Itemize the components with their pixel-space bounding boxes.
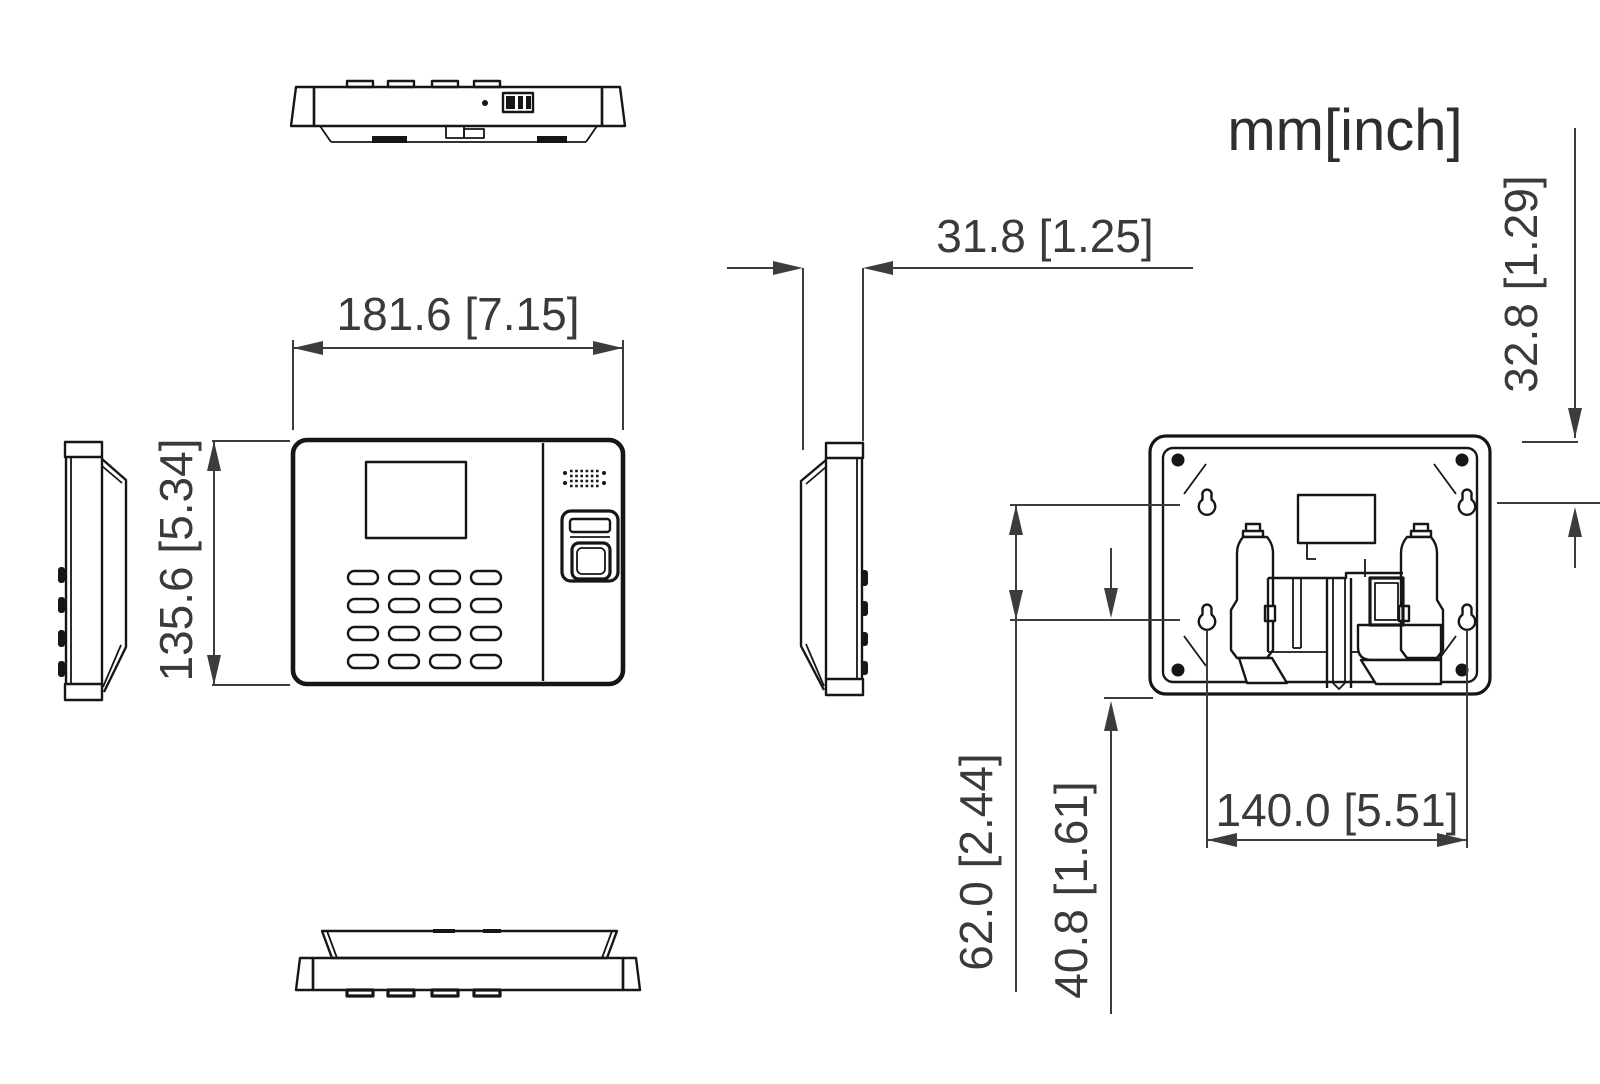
top-left-cap	[289, 85, 316, 128]
label-plate	[1296, 493, 1377, 560]
bottom-left-cap	[294, 956, 315, 992]
keypad	[346, 569, 503, 670]
dim-top-to-hole-label: 32.8 [1.29]	[1495, 175, 1547, 392]
keyhole-mount-icon	[1457, 603, 1477, 631]
back-view	[1148, 434, 1492, 696]
display-screen	[364, 460, 468, 540]
speaker-grille-icon	[563, 469, 606, 488]
top-back-structure	[319, 125, 598, 143]
corner-chamfers	[1183, 463, 1457, 667]
usb-port-icon	[501, 91, 535, 114]
dim-depth-label: 31.8 [1.25]	[936, 210, 1153, 262]
dim-front-height-label: 135.6 [5.34]	[150, 439, 202, 682]
keyhole-mount-icon	[1197, 488, 1217, 516]
top-view	[289, 79, 627, 143]
right-side-view	[799, 441, 868, 697]
screw-icon	[1455, 453, 1469, 467]
dim-front-width: 181.6 [7.15]	[292, 288, 624, 430]
center-bracket	[1266, 571, 1403, 690]
dim-hole-spacing-vertical: 62.0 [2.44]	[950, 504, 1180, 992]
dim-hole-spacing-horizontal: 140.0 [5.51]	[1206, 630, 1468, 848]
reset-hole-icon	[482, 100, 488, 106]
cable-recess	[1356, 576, 1443, 686]
top-body	[312, 85, 604, 128]
screw-icon	[1171, 453, 1185, 467]
side-keys-left	[58, 567, 65, 677]
left-latch	[1229, 522, 1289, 685]
fingerprint-reader	[560, 509, 620, 583]
dim-top-to-hole: 32.8 [1.29]	[1495, 128, 1600, 568]
units-label: mm[inch]	[1227, 98, 1462, 163]
bottom-body	[311, 956, 625, 992]
front-view	[290, 437, 626, 687]
bottom-view	[294, 929, 642, 998]
dim-front-height: 135.6 [5.34]	[150, 439, 290, 686]
keyhole-mounts	[1197, 488, 1477, 631]
left-side-view	[58, 440, 128, 702]
dim-front-width-label: 181.6 [7.15]	[337, 288, 580, 340]
back-housing	[1148, 434, 1492, 696]
corner-screws	[1171, 453, 1469, 677]
keyhole-mount-icon	[1457, 488, 1477, 516]
side-keys-right	[861, 570, 868, 675]
screw-icon	[1455, 663, 1469, 677]
dim-hole-to-bottom: 40.8 [1.61]	[1045, 548, 1153, 1014]
keyhole-mount-icon	[1197, 603, 1217, 631]
top-right-cap	[600, 85, 627, 128]
mount-tabs-bottom	[345, 988, 502, 998]
bottom-right-cap	[621, 956, 642, 992]
front-housing	[290, 437, 626, 687]
right-latch	[1397, 522, 1445, 660]
dim-hole-spacing-horizontal-label: 140.0 [5.51]	[1216, 784, 1459, 836]
dim-hole-spacing-vertical-label: 62.0 [2.44]	[950, 753, 1002, 970]
dim-depth: 31.8 [1.25]	[727, 210, 1193, 450]
dim-hole-to-bottom-label: 40.8 [1.61]	[1045, 781, 1097, 998]
screw-icon	[1171, 663, 1185, 677]
back-inner-panel	[1161, 446, 1479, 684]
bottom-back-surface	[320, 929, 619, 960]
